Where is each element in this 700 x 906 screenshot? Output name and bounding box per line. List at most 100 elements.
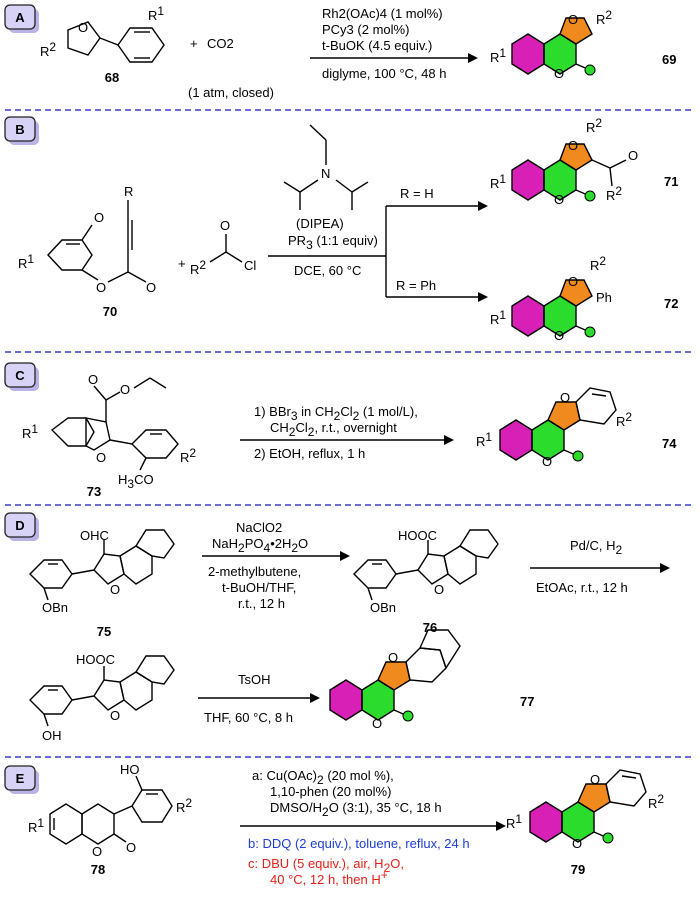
- oxygen-atom: O: [542, 454, 552, 469]
- section-label: E: [16, 771, 25, 786]
- reactant-78-structure: O O R1 R2: [28, 775, 192, 859]
- product-69-structure: O O R1 R2: [490, 8, 612, 81]
- arrow-head: [468, 53, 478, 63]
- dipea-structure: N: [283, 124, 369, 210]
- compound-number: 69: [662, 52, 676, 67]
- reactant-73-structure: O O O R1 R2 H3CO: [22, 372, 196, 491]
- branch-condition: R = H: [400, 186, 434, 201]
- acyl-chloride-structure: O R2 Cl: [190, 218, 256, 277]
- reactant-68-structure: O R1 R2: [40, 4, 165, 63]
- substituent-r1: R1: [22, 422, 38, 441]
- condition-line: CH2Cl2, r.t., overnight: [270, 420, 397, 439]
- substituent-r2: R2: [586, 116, 602, 135]
- oxygen-atom: O: [220, 218, 230, 233]
- substituent-r2: R2: [190, 258, 206, 277]
- substituent-r2: R2: [596, 8, 612, 27]
- substituent-r2: R2: [606, 184, 622, 203]
- oxygen-atom: O: [628, 148, 638, 163]
- oxygen-atom: O: [146, 280, 156, 295]
- substituent-r2: R2: [648, 792, 664, 811]
- amine-name: (DIPEA): [296, 216, 344, 231]
- substituent-r1: R1: [28, 816, 44, 835]
- condition-line: NaClO2: [236, 520, 282, 535]
- compound-number: 68: [105, 70, 119, 85]
- aldehyde-label: OHC: [80, 528, 109, 543]
- arrow-head: [478, 292, 488, 302]
- section-label: A: [15, 10, 25, 25]
- condition-line: Pd/C, H2: [570, 538, 623, 557]
- condition-line: NaH2PO4•2H2O: [212, 536, 308, 555]
- condition-line: 40 °C, 12 h, then H+: [270, 868, 388, 887]
- product-79-structure: O O R1 R2: [506, 769, 664, 851]
- substituent-r1: R1: [148, 4, 164, 23]
- oxygen-atom: O: [372, 716, 382, 731]
- compound-number: 72: [664, 296, 678, 311]
- condition-line: 1) BBr3 in CH2Cl2 (1 mol/L),: [254, 404, 418, 423]
- oxygen-atom: O: [568, 274, 578, 289]
- condition-line: DCE, 60 °C: [294, 263, 361, 278]
- condition-line: t-BuOH/THF,: [222, 580, 296, 595]
- substituent-r1: R1: [18, 252, 34, 271]
- substituent-r2: R2: [590, 254, 606, 273]
- compound-number: 74: [662, 436, 677, 451]
- compound-number: 75: [97, 624, 111, 639]
- compound-number: 76: [423, 620, 437, 635]
- arrow-head: [496, 821, 506, 831]
- hydroxyl-label: OH: [42, 728, 62, 743]
- compound-number: 71: [664, 174, 678, 189]
- plus-sign: +: [178, 256, 186, 271]
- condition-line: EtOAc, r.t., 12 h: [536, 580, 628, 595]
- chlorine-atom: Cl: [244, 258, 256, 273]
- reactant-70-structure: O O O R R1: [18, 184, 156, 295]
- oxygen-atom: O: [434, 582, 444, 597]
- arrow-head: [340, 551, 350, 561]
- phosphine-condition: PR3 (1:1 equiv): [288, 233, 378, 252]
- oxygen-atom: O: [554, 192, 564, 207]
- substituent-r2: R2: [40, 40, 56, 59]
- oxygen-atom: O: [92, 844, 102, 859]
- section-badge-c: C: [4, 362, 39, 391]
- methoxy-label: H3CO: [118, 472, 154, 491]
- product-74-structure: O O R1 R2: [476, 387, 632, 469]
- substituent-r2: R2: [616, 410, 632, 429]
- condition-line: a: Cu(OAc)2 (20 mol %),: [252, 768, 394, 787]
- arrow-head: [444, 435, 454, 445]
- condition-line: 2) EtOH, reflux, 1 h: [254, 446, 365, 461]
- arrow-head: [660, 563, 670, 573]
- oxygen-atom: O: [568, 12, 578, 27]
- product-72-structure: O O R1 R2 Ph: [490, 254, 612, 343]
- arrow-head: [310, 693, 320, 703]
- carboxylic-acid-label: HOOC: [76, 652, 115, 667]
- oxygen-atom: O: [572, 836, 582, 851]
- substituent-r1: R1: [490, 46, 506, 65]
- substituent-r2: R2: [176, 796, 192, 815]
- oxygen-atom: O: [568, 138, 578, 153]
- reactant-75-structure: O: [29, 529, 175, 601]
- product-77-structure: O O: [329, 629, 461, 731]
- section-badge-e: E: [4, 765, 39, 794]
- compound-number: 79: [571, 862, 585, 877]
- oxygen-atom: O: [560, 390, 570, 405]
- arrow-head: [478, 201, 488, 211]
- section-badge-a: A: [4, 4, 39, 33]
- compound-hydroxy-acid-structure: O: [29, 655, 175, 727]
- co2-condition: (1 atm, closed): [188, 85, 274, 100]
- substituent-r: R: [124, 184, 133, 199]
- benzyloxy-label: OBn: [42, 600, 68, 615]
- carboxylic-acid-label: HOOC: [398, 528, 437, 543]
- condition-line: b: DDQ (2 equiv.), toluene, reflux, 24 h: [248, 836, 470, 851]
- phenyl-label: Ph: [596, 290, 612, 305]
- compound-number: 70: [103, 304, 117, 319]
- condition-line: c: DBU (5 equiv.), air, H2O,: [248, 856, 404, 875]
- co2-reagent: CO2: [207, 36, 234, 51]
- compound-number: 77: [520, 694, 534, 709]
- substituent-r1: R1: [490, 308, 506, 327]
- oxygen-atom: O: [554, 328, 564, 343]
- oxygen-atom: O: [78, 20, 88, 35]
- benzyloxy-label: OBn: [370, 600, 396, 615]
- oxygen-atom: O: [554, 66, 564, 81]
- section-badge-b: B: [4, 116, 39, 145]
- condition-line: 2-methylbutene,: [208, 564, 301, 579]
- plus-sign: +: [190, 36, 198, 51]
